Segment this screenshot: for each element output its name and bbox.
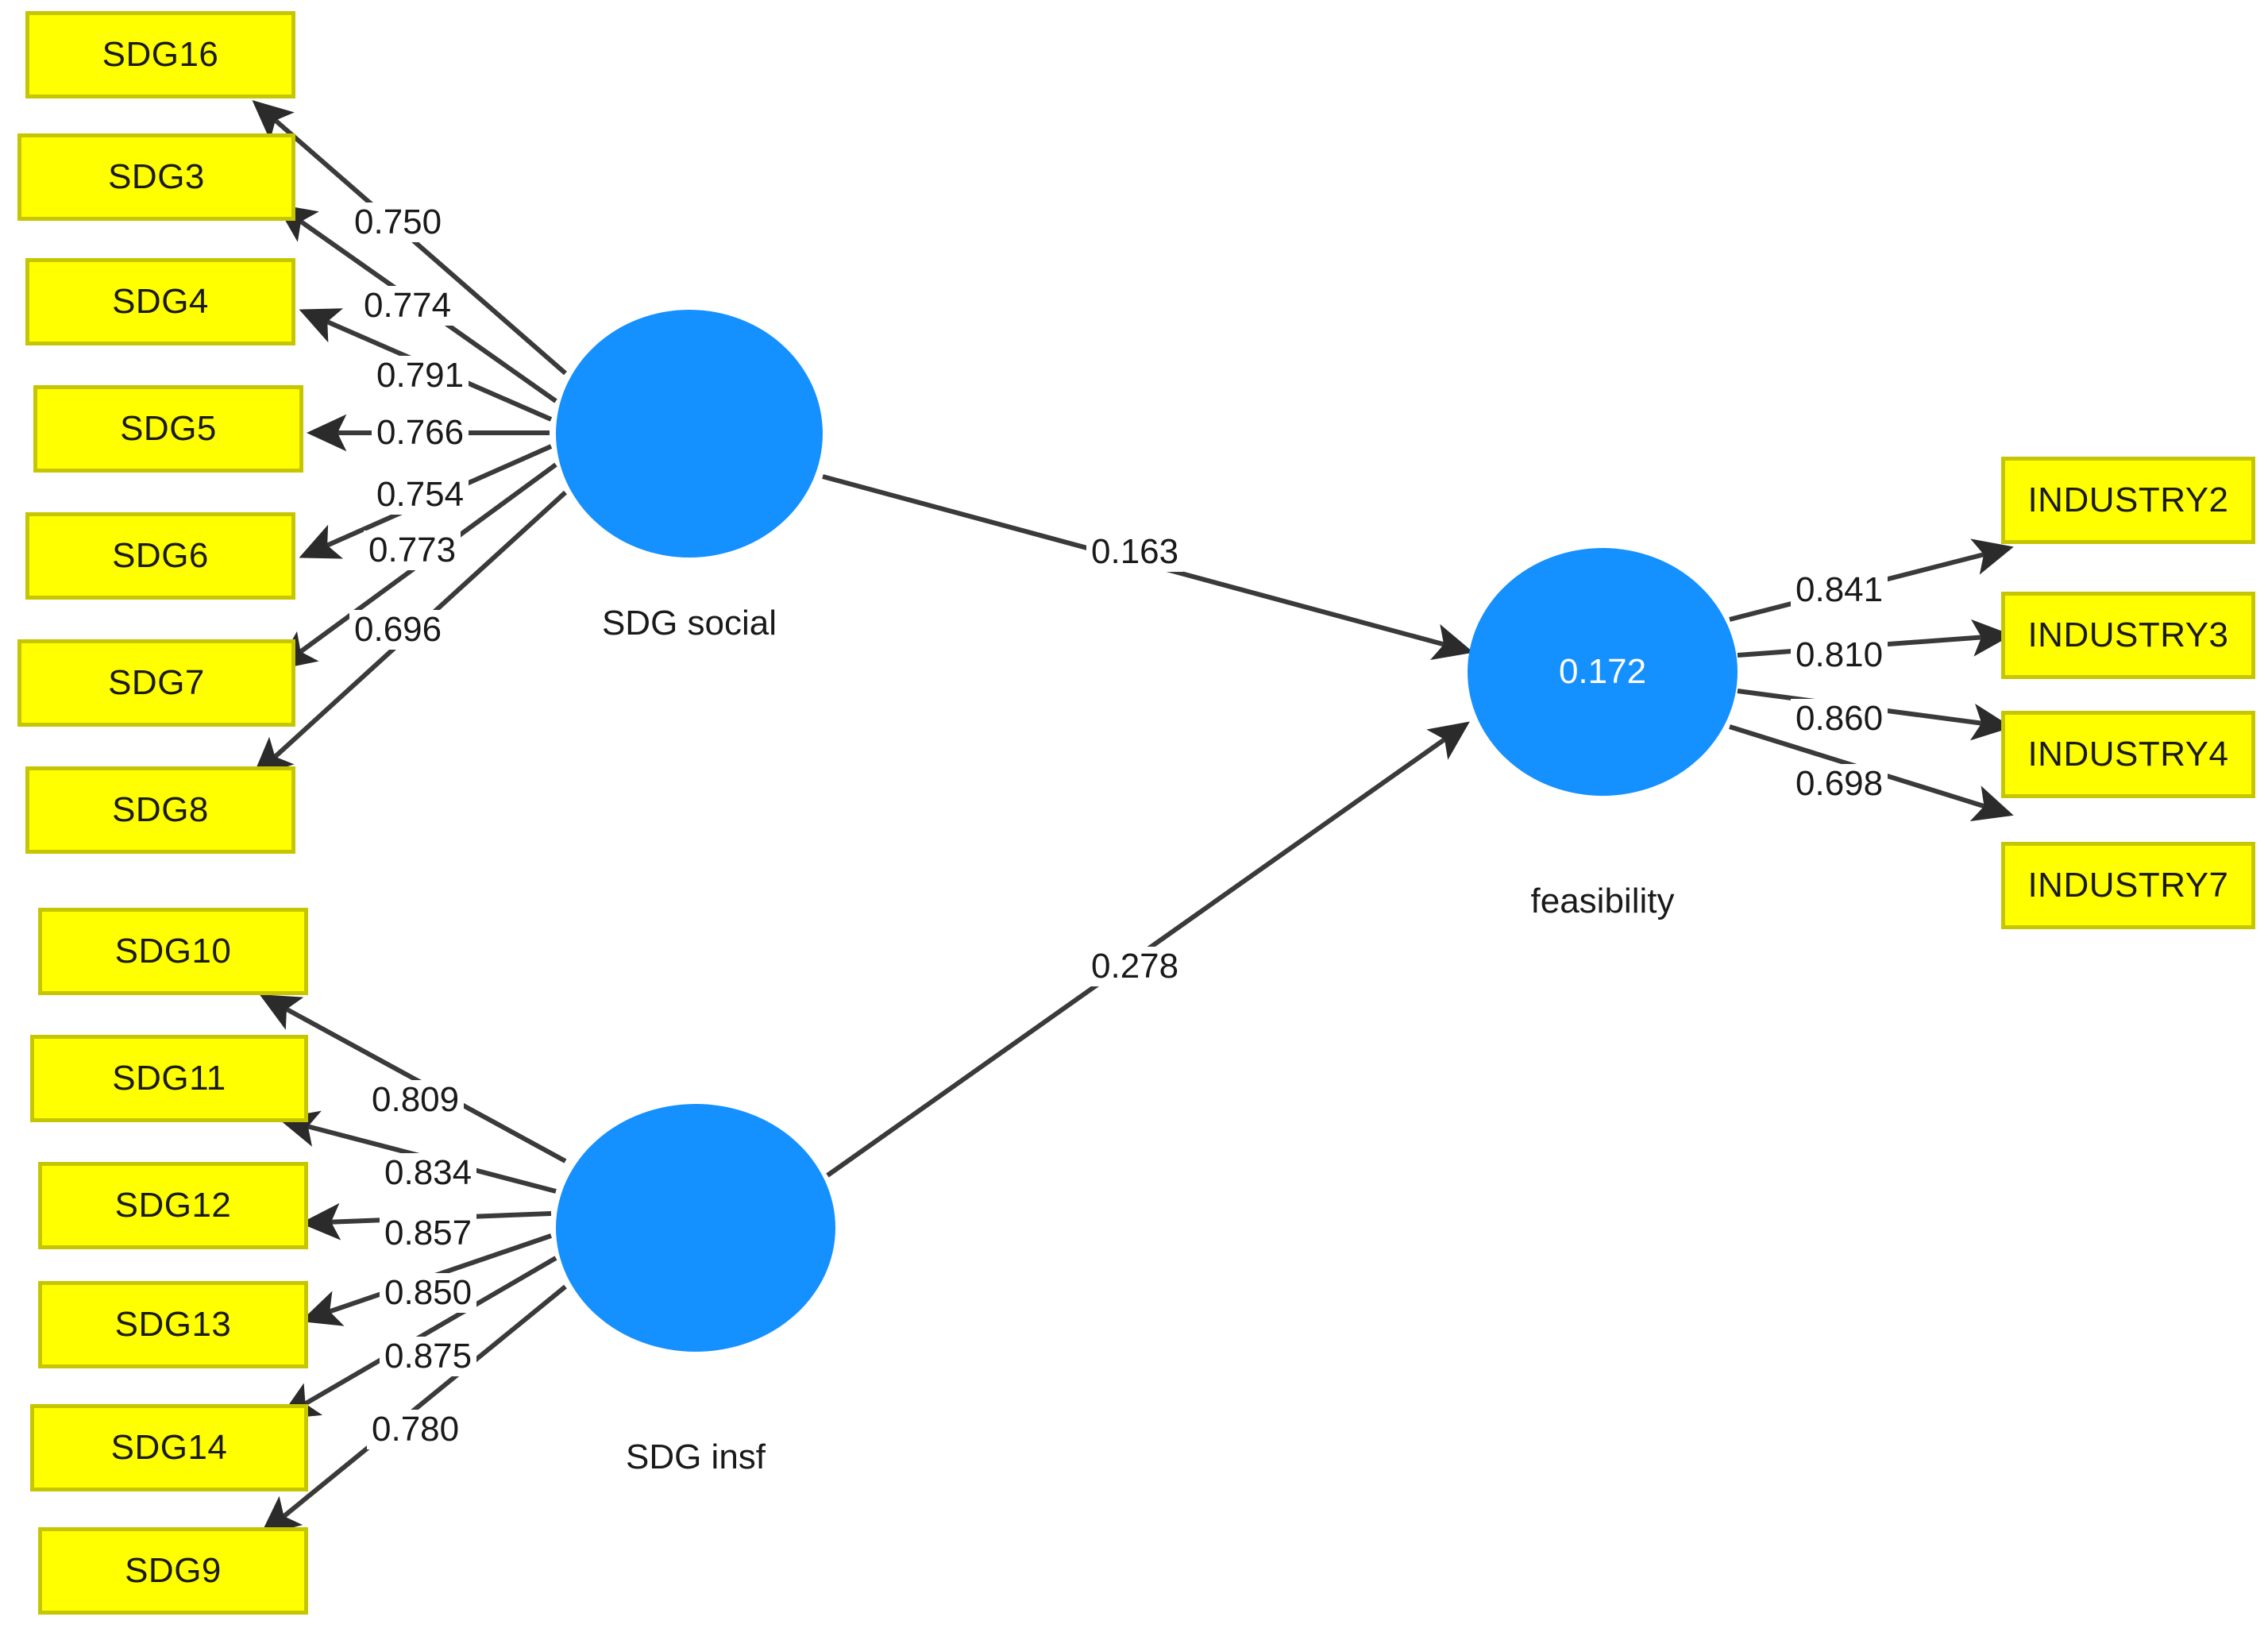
- indicator-label: SDG3: [108, 157, 205, 196]
- path-label-insf-to-feasibility: 0.278: [1086, 947, 1184, 986]
- loading-label-sdg12: 0.857: [380, 1214, 477, 1253]
- path-label-social-to-feasibility: 0.163: [1086, 532, 1184, 572]
- loading-label-sdg10: 0.809: [367, 1080, 465, 1120]
- latent-label-sdg-social: SDG social: [601, 604, 777, 642]
- loading-label-sdg4: 0.791: [372, 356, 469, 396]
- indicator-box-industry4[interactable]: INDUSTRY4: [2001, 711, 2255, 798]
- indicator-label: INDUSTRY3: [2027, 615, 2229, 654]
- indicator-box-industry2[interactable]: INDUSTRY2: [2001, 457, 2255, 544]
- indicator-label: SDG7: [108, 663, 205, 702]
- indicator-box-sdg12[interactable]: SDG12: [38, 1162, 308, 1249]
- indicator-box-sdg10[interactable]: SDG10: [38, 908, 308, 995]
- loading-label-sdg7: 0.773: [364, 531, 461, 570]
- indicator-label: INDUSTRY4: [2027, 735, 2229, 774]
- latent-label-feasibility: feasibility: [1530, 882, 1675, 920]
- loading-label-sdg11: 0.834: [380, 1153, 477, 1193]
- indicator-box-industry7[interactable]: INDUSTRY7: [2001, 842, 2255, 929]
- indicator-label: INDUSTRY2: [2027, 480, 2229, 519]
- indicator-label: SDG4: [112, 282, 209, 321]
- indicator-label: SDG9: [125, 1551, 222, 1590]
- loading-label-sdg16: 0.750: [349, 203, 447, 242]
- latent-sdg-social[interactable]: [556, 310, 823, 558]
- indicator-label: SDG12: [114, 1186, 232, 1225]
- indicator-label: SDG16: [102, 35, 219, 74]
- indicator-box-sdg8[interactable]: SDG8: [25, 766, 295, 854]
- loading-label-sdg3: 0.774: [359, 286, 457, 326]
- latent-feasibility[interactable]: 0.172: [1468, 548, 1738, 796]
- indicator-box-sdg11[interactable]: SDG11: [30, 1035, 308, 1122]
- loading-label-sdg5: 0.766: [372, 413, 469, 453]
- indicator-box-industry3[interactable]: INDUSTRY3: [2001, 592, 2255, 679]
- indicator-label: SDG14: [110, 1428, 228, 1467]
- indicator-label: SDG10: [114, 932, 232, 970]
- loading-label-industry7: 0.698: [1791, 764, 1888, 804]
- latent-sdg-insf[interactable]: [556, 1104, 835, 1352]
- latent-r-squared: 0.172: [1558, 652, 1647, 691]
- indicator-label: INDUSTRY7: [2027, 866, 2229, 905]
- loading-label-industry3: 0.810: [1791, 635, 1888, 675]
- indicator-box-sdg9[interactable]: SDG9: [38, 1527, 308, 1615]
- loading-label-industry4: 0.860: [1791, 699, 1888, 739]
- indicator-box-sdg5[interactable]: SDG5: [33, 385, 303, 473]
- indicator-box-sdg6[interactable]: SDG6: [25, 512, 295, 600]
- indicator-box-sdg4[interactable]: SDG4: [25, 258, 295, 345]
- indicator-label: SDG5: [120, 409, 217, 448]
- loading-label-sdg6: 0.754: [372, 475, 469, 515]
- indicator-label: SDG8: [112, 790, 209, 829]
- indicator-label: SDG11: [112, 1059, 226, 1098]
- indicator-label: SDG13: [114, 1305, 232, 1344]
- indicator-box-sdg7[interactable]: SDG7: [17, 639, 295, 727]
- loading-label-sdg13: 0.850: [380, 1273, 477, 1313]
- indicator-box-sdg16[interactable]: SDG16: [25, 11, 295, 98]
- loading-label-industry2: 0.841: [1791, 570, 1888, 610]
- loading-label-sdg8: 0.696: [349, 610, 447, 650]
- indicator-box-sdg14[interactable]: SDG14: [30, 1404, 308, 1491]
- loading-label-sdg9: 0.780: [367, 1410, 465, 1449]
- indicator-label: SDG6: [112, 536, 209, 575]
- indicator-box-sdg3[interactable]: SDG3: [17, 133, 295, 221]
- indicator-box-sdg13[interactable]: SDG13: [38, 1281, 308, 1368]
- latent-label-sdg-insf: SDG insf: [625, 1437, 766, 1476]
- loading-label-sdg14: 0.875: [380, 1337, 477, 1376]
